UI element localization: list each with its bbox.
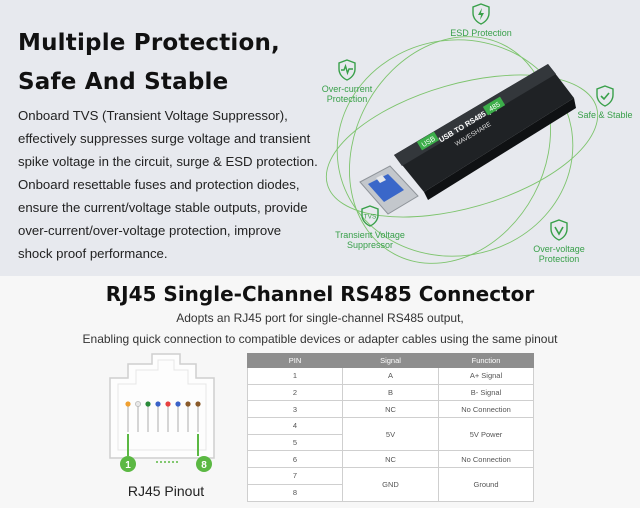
- signal-cell: NC: [342, 400, 439, 419]
- connector-subtitle-1: Adopts an RJ45 port for single-channel R…: [176, 311, 464, 325]
- feature-esd: ESD Protection: [438, 2, 524, 38]
- pin-table: PIN Signal Function 1 A A+ Signal 2 B B-…: [247, 353, 534, 502]
- feature-tvs: TVS Transient Voltage Suppressor: [328, 204, 412, 250]
- feature-overcurrent: Over-current Protection: [310, 58, 384, 104]
- pin-1-label: 1: [125, 460, 131, 471]
- pin-cell: 1: [247, 367, 343, 385]
- rj45-pin-contacts: [125, 401, 201, 432]
- pin-cell: 3: [247, 400, 343, 419]
- header-function: Function: [438, 353, 534, 368]
- device-illustration: USB USB TO RS485 (B) WAVESHARE 485: [325, 36, 599, 264]
- function-cell: 5V Power: [438, 417, 534, 452]
- pin-cell: 6: [247, 450, 343, 469]
- table-row: 1 A A+ Signal: [247, 367, 534, 385]
- connector-heading: RJ45 Single-Channel RS485 Connector: [105, 282, 535, 306]
- feature-safe-label: Safe & Stable: [577, 110, 633, 120]
- pin-cell: 8: [247, 483, 343, 502]
- pin-8-marker: [196, 456, 212, 472]
- signal-cell: 5V: [342, 417, 439, 452]
- feature-overvoltage: Over-voltage Protection: [522, 218, 596, 264]
- pin-cell: 4: [247, 417, 343, 435]
- table-row: 2 B B- Signal: [247, 383, 534, 402]
- orbit-ring: [325, 74, 599, 218]
- feature-overvoltage-label: Over-voltage Protection: [533, 244, 585, 264]
- function-cell: B- Signal: [438, 383, 534, 402]
- pulse-shield-icon: [338, 59, 356, 81]
- lightning-shield-icon: [472, 3, 490, 25]
- table-row: 8: [247, 483, 534, 502]
- signal-cell: B: [342, 383, 439, 402]
- 485-badge: [482, 96, 506, 116]
- function-cell: A+ Signal: [438, 367, 534, 385]
- usb-badge: [416, 131, 440, 151]
- signal-cell: A: [342, 367, 439, 385]
- table-row: 6 NC No Connection: [247, 450, 534, 469]
- pin-1-marker: [120, 456, 136, 472]
- device-body: [394, 64, 574, 192]
- pin-8-label: 8: [201, 460, 207, 471]
- page-title-line2: Safe And Stable: [18, 69, 229, 95]
- rj45-pinout-label: RJ45 Pinout: [127, 483, 205, 499]
- table-row: 4 5V 5V Power: [247, 417, 534, 452]
- feature-overcurrent-label: Over-current Protection: [321, 84, 373, 104]
- pin-cell: 7: [247, 467, 343, 485]
- function-cell: Ground: [438, 467, 534, 502]
- tvs-icon-text: TVS: [364, 214, 377, 221]
- header-signal: Signal: [342, 353, 439, 368]
- protection-panel: [0, 0, 640, 276]
- pin-cell: 5: [247, 433, 343, 452]
- check-shield-icon: [596, 85, 614, 107]
- feature-esd-label: ESD Protection: [450, 28, 512, 38]
- feature-tvs-label: Transient Voltage Suppressor: [335, 230, 405, 250]
- orbit-ring: [349, 36, 551, 264]
- tvs-shield-icon: TVS: [361, 205, 379, 227]
- description-paragraph: Onboard TVS (Transient Voltage Suppresso…: [18, 108, 318, 261]
- function-cell: No Connection: [438, 400, 534, 419]
- table-row: 3 NC No Connection: [247, 400, 534, 419]
- header-pin: PIN: [247, 353, 343, 368]
- pin-cell: 2: [247, 383, 343, 402]
- function-cell: No Connection: [438, 450, 534, 469]
- rj45-pinout-diagram: 1 8: [109, 353, 215, 472]
- signal-cell: GND: [342, 467, 439, 502]
- signal-cell: NC: [342, 450, 439, 469]
- table-row: 5: [247, 433, 534, 452]
- page-title-line1: Multiple Protection,: [18, 30, 280, 56]
- connector-subtitle-2: Enabling quick connection to compatible …: [82, 332, 558, 346]
- table-header-row: PIN Signal Function: [247, 353, 534, 368]
- table-row: 7 GND Ground: [247, 467, 534, 502]
- feature-safe: Safe & Stable: [570, 84, 640, 120]
- voltage-shield-icon: [550, 219, 568, 241]
